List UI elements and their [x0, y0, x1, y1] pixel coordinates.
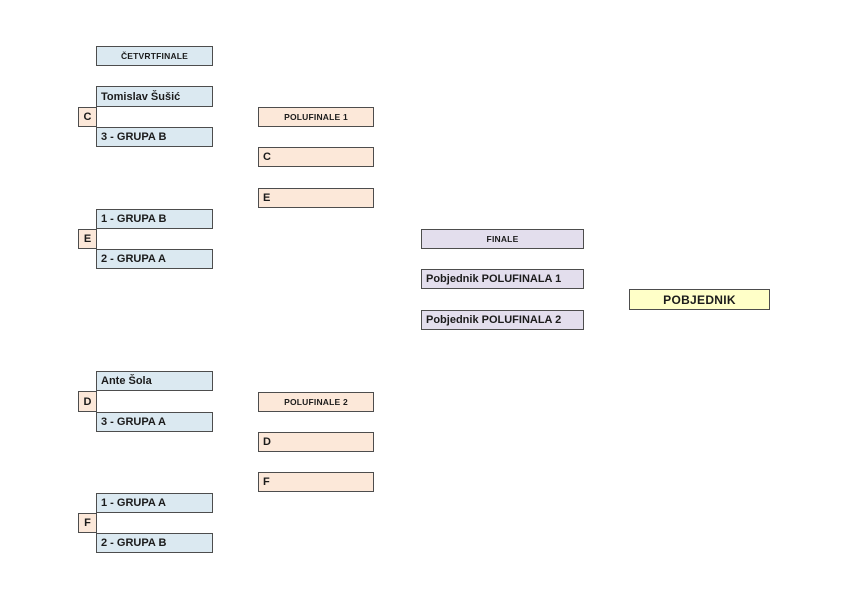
semifinal1-slot-c: C	[258, 147, 374, 167]
final-slot-semifinal1-winner: Pobjednik POLUFINALA 1	[421, 269, 584, 289]
final-slot-semifinal2-winner: Pobjednik POLUFINALA 2	[421, 310, 584, 330]
quarterfinal-e-match-label: E	[78, 229, 97, 249]
winner-box: POBJEDNIK	[629, 289, 770, 310]
quarterfinal-d-match-label: D	[78, 391, 97, 412]
quarterfinal-c-top-entry: Tomislav Šušić	[96, 86, 213, 107]
quarterfinal-header: ČETVRTFINALE	[96, 46, 213, 66]
quarterfinal-d-top-entry: Ante Šola	[96, 371, 213, 391]
quarterfinal-c-bottom-entry: 3 - GRUPA B	[96, 127, 213, 147]
semifinal1-slot-e: E	[258, 188, 374, 208]
quarterfinal-f-match-label: F	[78, 513, 97, 533]
quarterfinal-d-bottom-entry: 3 - GRUPA A	[96, 412, 213, 432]
quarterfinal-f-bottom-entry: 2 - GRUPA B	[96, 533, 213, 553]
semifinal2-header: POLUFINALE 2	[258, 392, 374, 412]
semifinal2-slot-f: F	[258, 472, 374, 492]
final-header: FINALE	[421, 229, 584, 249]
quarterfinal-f-top-entry: 1 - GRUPA A	[96, 493, 213, 513]
quarterfinal-e-bottom-entry: 2 - GRUPA A	[96, 249, 213, 269]
semifinal1-header: POLUFINALE 1	[258, 107, 374, 127]
quarterfinal-c-match-label: C	[78, 107, 97, 127]
semifinal2-slot-d: D	[258, 432, 374, 452]
quarterfinal-e-top-entry: 1 - GRUPA B	[96, 209, 213, 229]
